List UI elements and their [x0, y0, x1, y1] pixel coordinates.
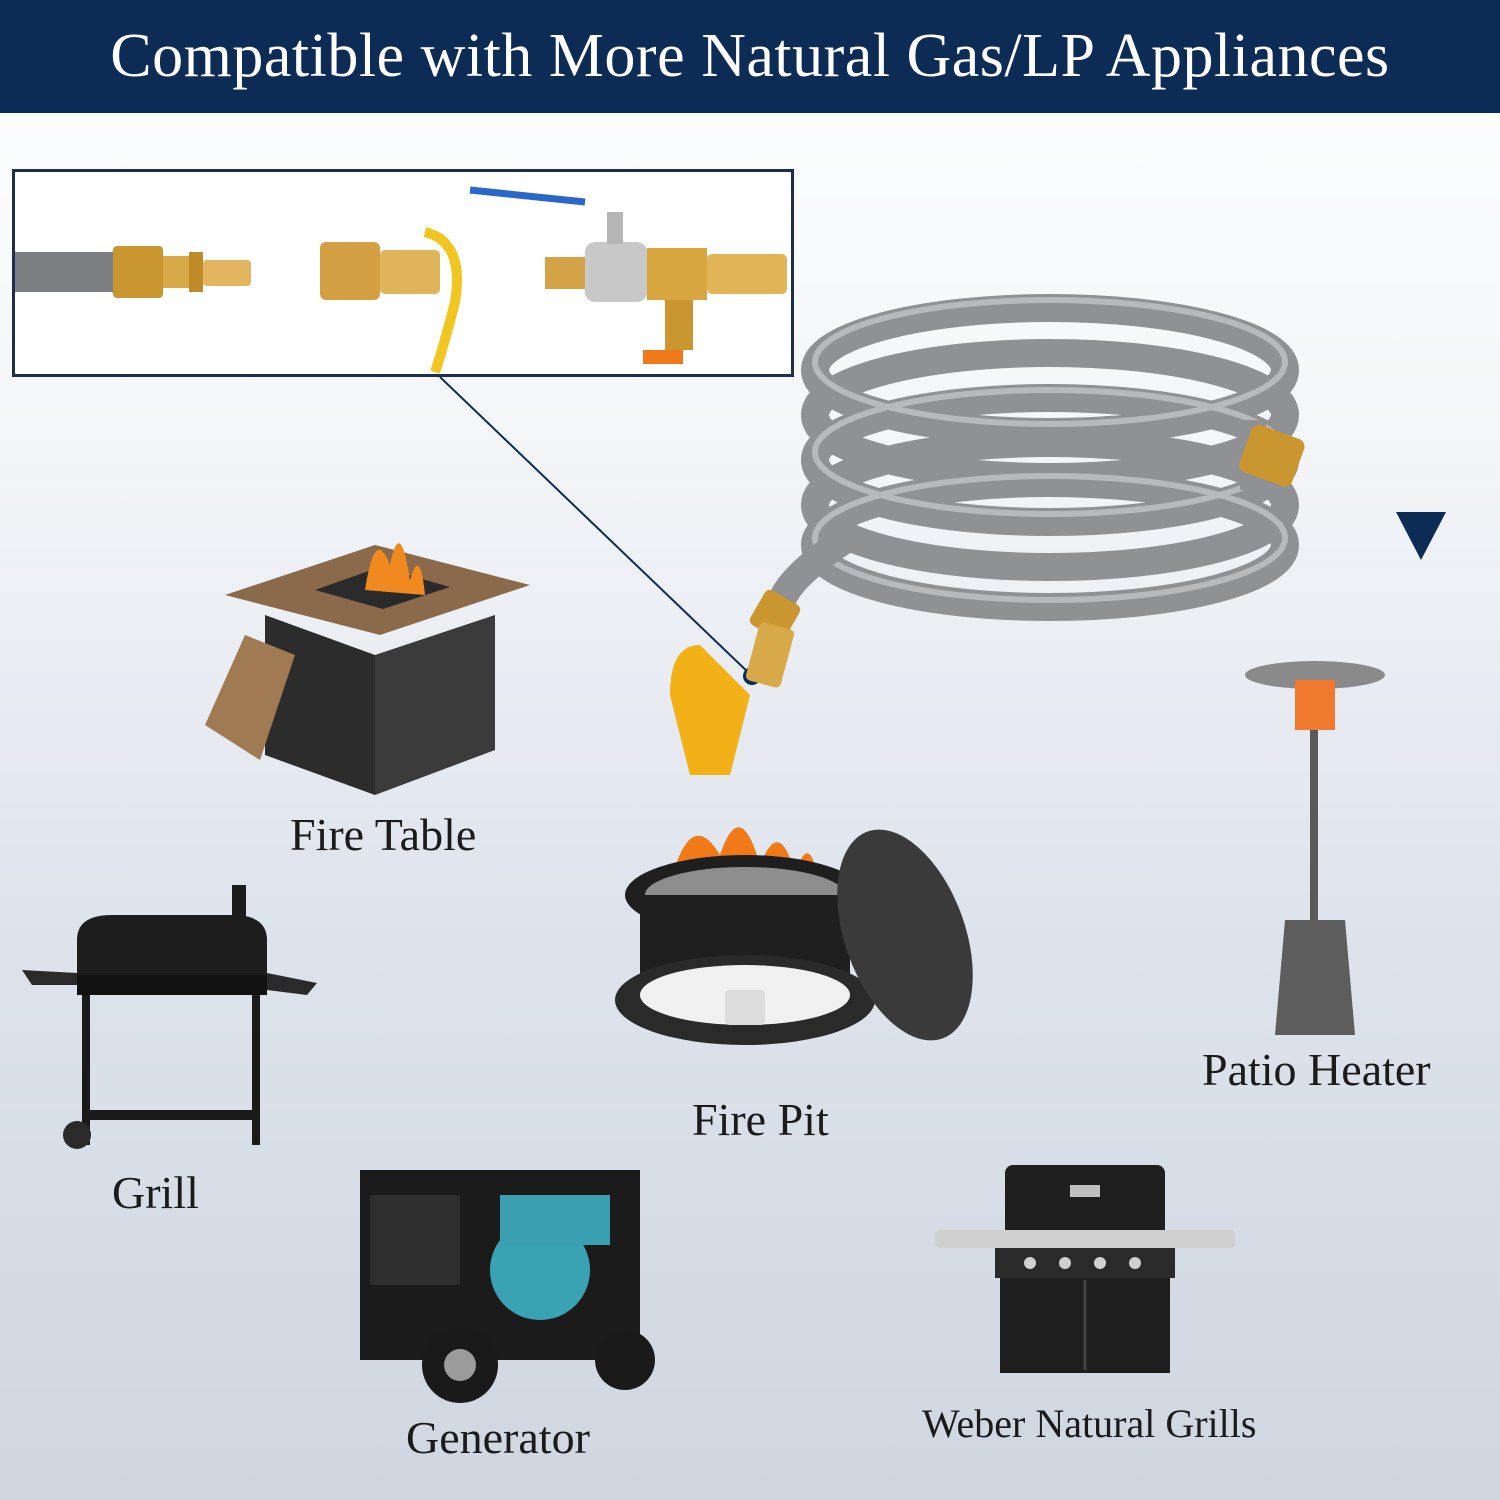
label-patio-heater: Patio Heater	[1202, 1044, 1431, 1095]
label-weber: Weber Natural Grills	[922, 1401, 1257, 1446]
fittings-icon	[15, 186, 787, 374]
grill-icon	[22, 885, 317, 1149]
label-fire-table: Fire Table	[290, 809, 477, 860]
label-grill: Grill	[112, 1167, 199, 1218]
brass-connector-icon	[670, 589, 801, 775]
fire-table-icon	[205, 543, 530, 795]
generator-icon	[360, 1170, 655, 1403]
banner-title: Compatible with More Natural Gas/LP Appl…	[0, 0, 1500, 113]
arrow-down-icon	[1396, 512, 1446, 560]
weber-grill-icon	[935, 1165, 1235, 1373]
patio-heater-icon	[1245, 661, 1385, 1035]
label-fire-pit: Fire Pit	[692, 1094, 829, 1145]
label-generator: Generator	[406, 1412, 590, 1463]
fittings-inset	[12, 169, 794, 377]
fire-pit-icon	[615, 827, 973, 1045]
hose-coil-icon	[766, 294, 1305, 621]
